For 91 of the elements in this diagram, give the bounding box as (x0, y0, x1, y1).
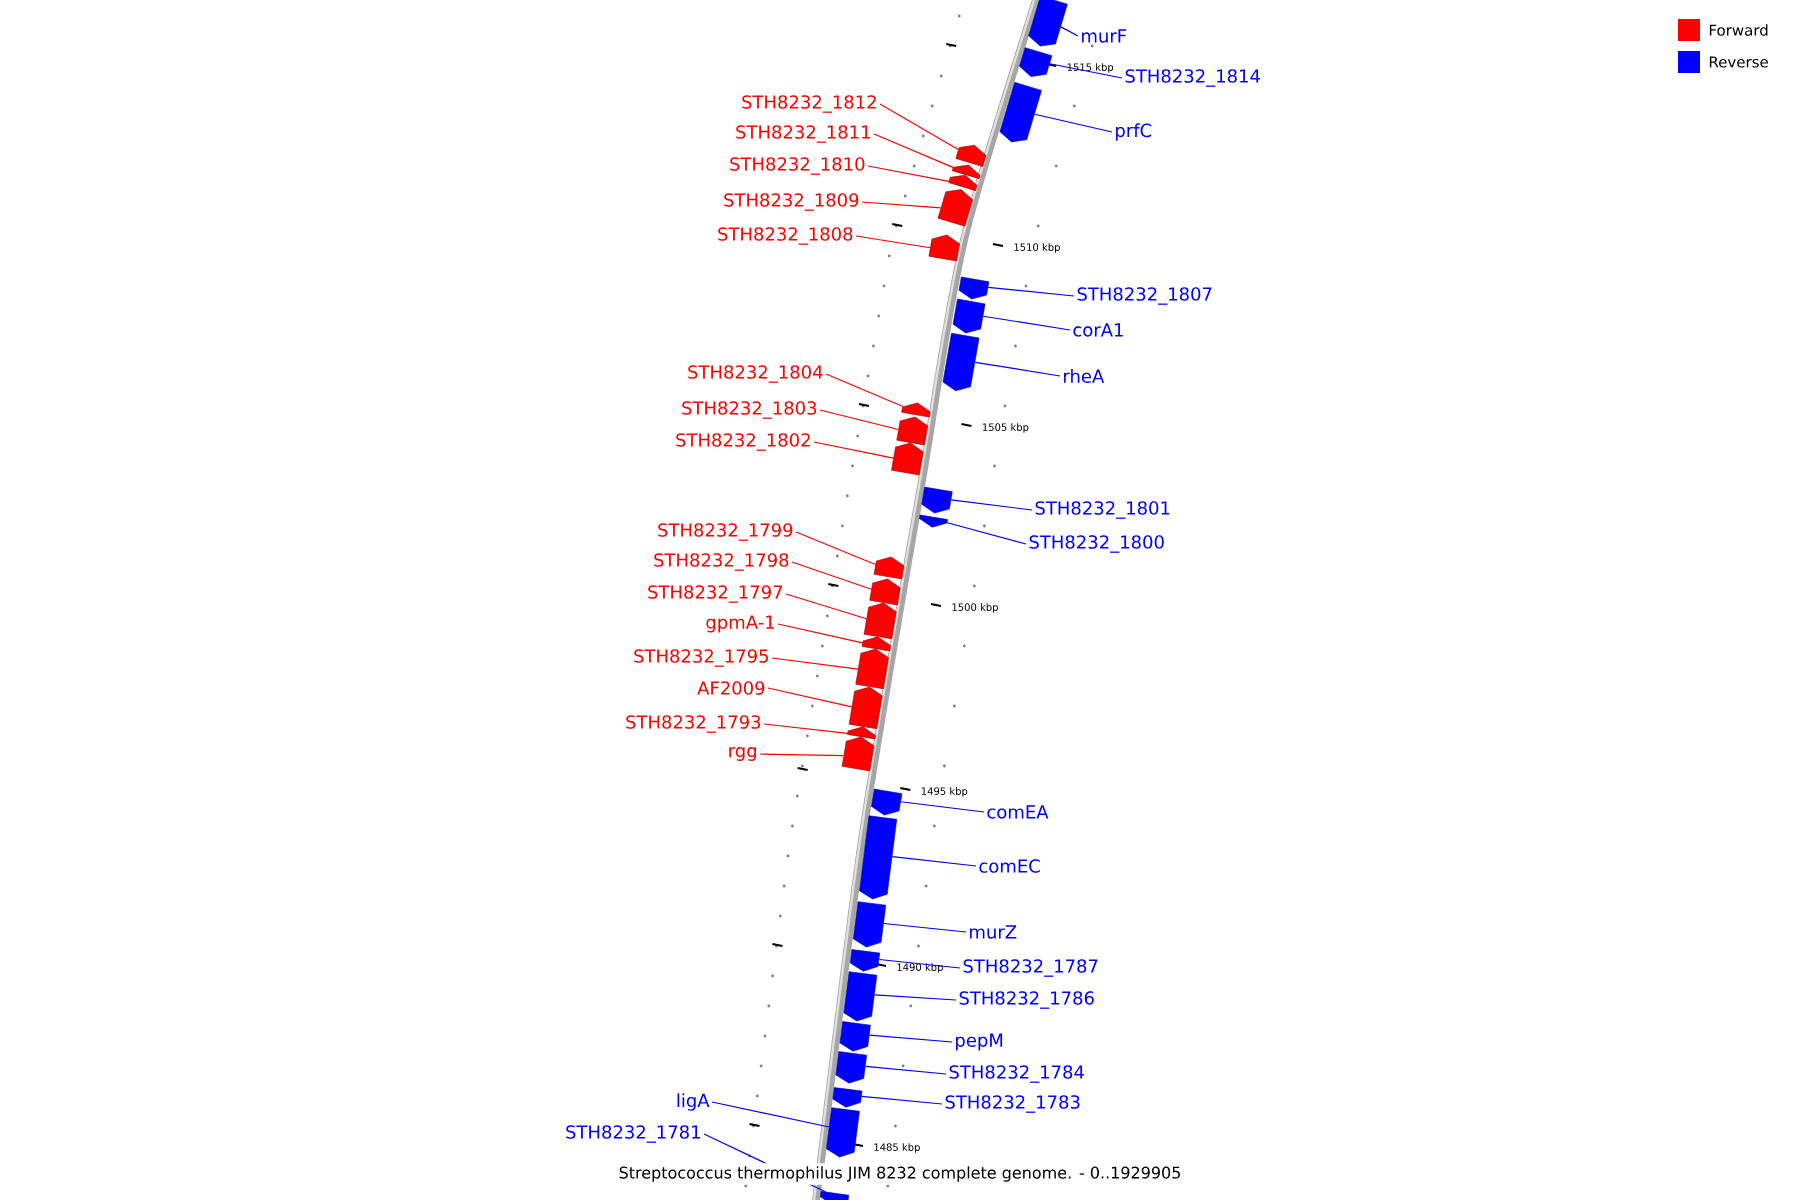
leader-line (878, 958, 961, 969)
gene-block (1019, 47, 1053, 77)
leader-line (874, 994, 957, 1001)
gene-label: STH8232_1793 (626, 715, 761, 733)
leader-line (771, 657, 859, 670)
leader-line (767, 687, 853, 708)
gene-label: rgg (729, 747, 756, 761)
gene-label: STH8232_1786 (959, 991, 1094, 1009)
leader-line (974, 361, 1061, 377)
gene-block (919, 514, 948, 528)
leader-line (1049, 63, 1123, 79)
leader-line (791, 561, 872, 590)
gene-label: STH8232_1810 (730, 157, 865, 175)
leader-line (950, 499, 1033, 511)
gene-label: corA1 (1073, 323, 1123, 337)
gene-block (891, 442, 924, 476)
gene-label: STH8232_1799 (658, 523, 793, 541)
gene-block (819, 1191, 850, 1200)
gene-label: STH8232_1800 (1029, 535, 1164, 553)
gene-label: ligA (677, 1093, 710, 1111)
gene-label: STH8232_1804 (688, 365, 823, 383)
gene-block (847, 726, 876, 740)
leader-line (861, 201, 942, 209)
gene-label: comEA (987, 805, 1049, 819)
gene-label: STH8232_1808 (718, 227, 853, 245)
leader-line (795, 531, 877, 566)
leader-line (867, 165, 950, 182)
gene-block (1028, 0, 1068, 47)
leader-line (864, 1065, 947, 1075)
gene-label: STH8232_1807 (1077, 287, 1212, 305)
gene-block (955, 144, 987, 167)
leader-line (759, 753, 845, 757)
gene-label: STH8232_1814 (1125, 69, 1260, 87)
gene-label: STH8232_1783 (945, 1095, 1080, 1113)
gene-label: STH8232_1812 (742, 95, 876, 113)
gene-block (958, 276, 990, 300)
gene-block (948, 174, 978, 191)
gene-label: STH8232_1797 (648, 585, 783, 603)
gene-label: STH8232_1811 (736, 125, 870, 143)
gene-label: STH8232_1802 (676, 433, 810, 451)
leader-line (1034, 113, 1113, 133)
gene-block (951, 164, 981, 179)
leader-line (763, 723, 848, 734)
gene-label: STH8232_1809 (724, 193, 859, 211)
gene-label: AF2009 (697, 681, 765, 695)
leader-line (879, 103, 959, 151)
gene-block (835, 1051, 867, 1084)
leader-line (825, 373, 904, 408)
gene-block (942, 332, 980, 392)
gene-block (928, 234, 960, 262)
gene-label: STH8232_1801 (1035, 501, 1170, 519)
gene-label: STH8232_1803 (682, 401, 817, 419)
leader-line (873, 133, 954, 168)
gene-label: STH8232_1798 (654, 553, 789, 571)
gene-label: STH8232_1781 (566, 1125, 700, 1143)
leader-line (777, 623, 863, 644)
gene-label: comEC (979, 859, 1040, 873)
leader-line (891, 856, 977, 867)
leader-line (1060, 26, 1079, 37)
gene-label: rheA (1064, 369, 1105, 383)
gene-block (999, 82, 1042, 143)
gene-label: pepM (956, 1033, 1003, 1051)
leader-line (883, 922, 967, 933)
gene-block (832, 1087, 863, 1108)
leader-line (987, 286, 1075, 297)
gene-block (952, 298, 986, 334)
gene-label: gpmA-1 (706, 615, 774, 633)
gene-label: STH8232_1787 (963, 959, 1098, 977)
leader-line (900, 801, 985, 813)
gene-label: STH8232_1784 (949, 1065, 1084, 1083)
leader-line (868, 1034, 953, 1043)
gene-block (873, 556, 905, 580)
gene-block (871, 788, 903, 816)
gene-block (839, 1021, 871, 1052)
leader-line (861, 1095, 943, 1105)
gene-label: murF (1082, 29, 1127, 43)
leader-line (711, 1101, 830, 1128)
gene-label: STH8232_1795 (634, 649, 768, 667)
leader-line (855, 235, 931, 249)
gene-label: murZ (970, 925, 1017, 939)
gene-label: prfC (1116, 123, 1152, 141)
leader-line (982, 315, 1071, 331)
gene-block (869, 578, 901, 606)
caption: Streptococcus thermophilus JIM 8232 complete genome. - 0..1929905 (615, 1163, 1185, 1185)
leader-line (785, 593, 867, 620)
gene-block (861, 636, 891, 652)
gene-block (849, 949, 880, 972)
gene-block (901, 402, 931, 418)
leader-line (813, 441, 894, 459)
leader-line (819, 409, 899, 431)
leader-line (946, 522, 1027, 545)
